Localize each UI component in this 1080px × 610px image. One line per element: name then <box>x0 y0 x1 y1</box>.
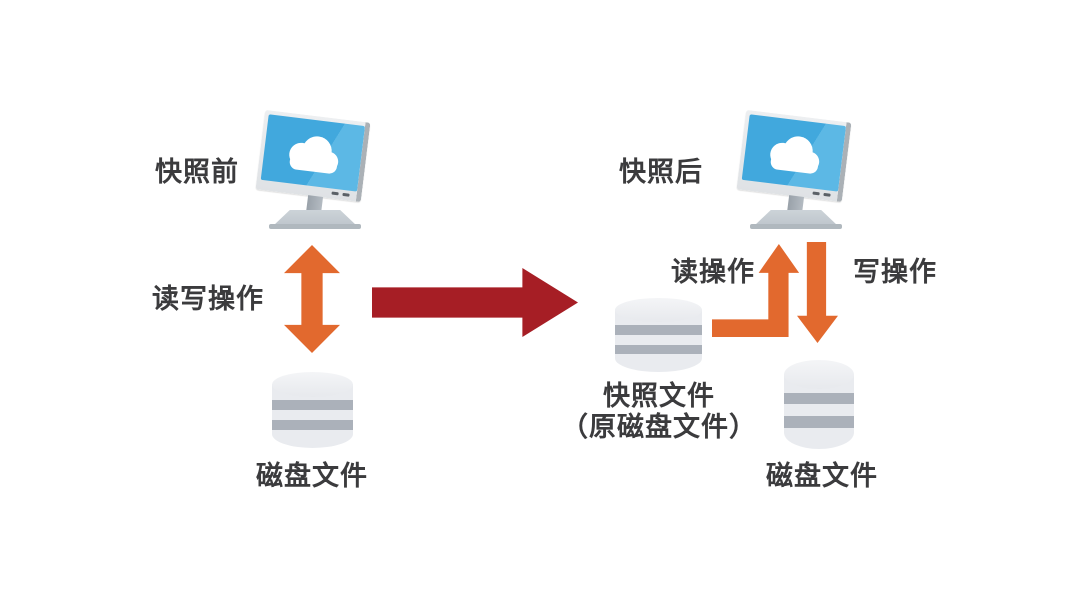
snapshot-file-database-icon <box>615 298 702 372</box>
monitor-stand-base <box>754 210 838 226</box>
computer-monitor-icon <box>733 109 857 230</box>
snapshot-file-label: 快照文件 （原磁盘文件） <box>559 381 759 443</box>
monitor-button-icon <box>342 192 350 197</box>
monitor-screen <box>260 114 366 192</box>
read-write-label: 读写操作 <box>152 284 264 314</box>
monitor-button-icon <box>331 191 339 196</box>
disk-file-database-icon <box>272 372 353 448</box>
monitor-stand-base <box>273 210 357 226</box>
disk-file-label-left: 磁盘文件 <box>256 461 368 491</box>
monitor-screen <box>741 114 847 192</box>
read-operation-label: 读操作 <box>671 257 755 287</box>
monitor-bezel <box>255 109 371 203</box>
monitor-button-icon <box>823 192 831 197</box>
disk-file-database-icon <box>784 360 854 449</box>
after-snapshot-title: 快照后 <box>619 157 703 187</box>
monitor-stand-rim <box>750 224 842 229</box>
monitor-stand-rim <box>269 224 361 229</box>
read-write-bidirectional-arrow-icon <box>284 245 340 353</box>
write-down-arrow-icon <box>797 242 838 343</box>
cloud-icon <box>288 135 338 174</box>
computer-monitor-icon <box>252 109 376 230</box>
before-snapshot-title: 快照前 <box>155 157 239 187</box>
snapshot-transition-arrow-icon <box>372 268 578 337</box>
disk-file-label-right: 磁盘文件 <box>766 461 878 491</box>
write-operation-label: 写操作 <box>853 257 937 287</box>
snapshot-file-label-line2: （原磁盘文件） <box>561 412 757 443</box>
monitor-bezel <box>736 109 852 203</box>
cloud-icon <box>769 135 819 174</box>
snapshot-file-label-line1: 快照文件 <box>603 381 715 411</box>
monitor-button-icon <box>812 191 820 196</box>
